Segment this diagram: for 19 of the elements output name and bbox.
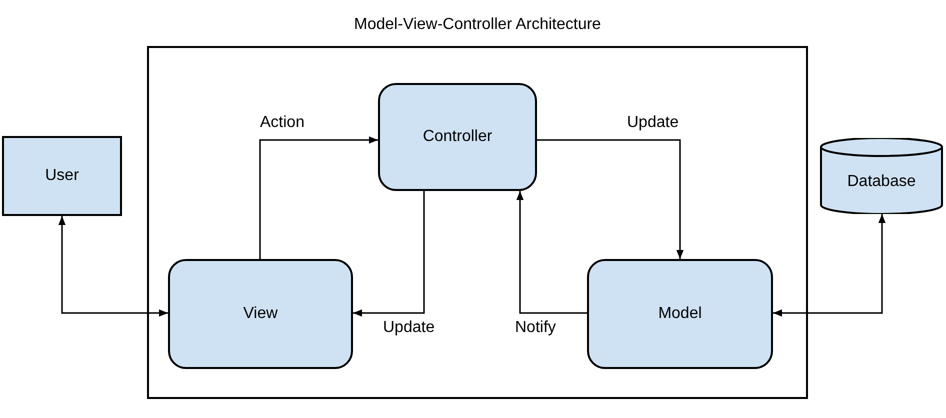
- node-label: Controller: [422, 128, 492, 146]
- actor-box: [2, 136, 122, 216]
- arrow: [58, 216, 168, 317]
- edge-label: Notify: [513, 319, 558, 337]
- arrow: [773, 214, 886, 317]
- edge-label: Update: [625, 114, 681, 132]
- node-label: Database: [847, 173, 916, 191]
- arrow: [516, 191, 587, 314]
- arrow: [259, 136, 378, 259]
- arrow: [537, 139, 684, 259]
- node-label: Model: [658, 305, 702, 323]
- edge-label: Update: [381, 319, 437, 337]
- component-box: [587, 259, 773, 369]
- component-box: [378, 83, 537, 191]
- arrow: [353, 191, 425, 317]
- node-label: User: [45, 167, 79, 185]
- node-label: View: [243, 305, 278, 323]
- frame-heading: Model-View-Controller Architecture: [353, 16, 602, 34]
- component-box: [168, 259, 353, 369]
